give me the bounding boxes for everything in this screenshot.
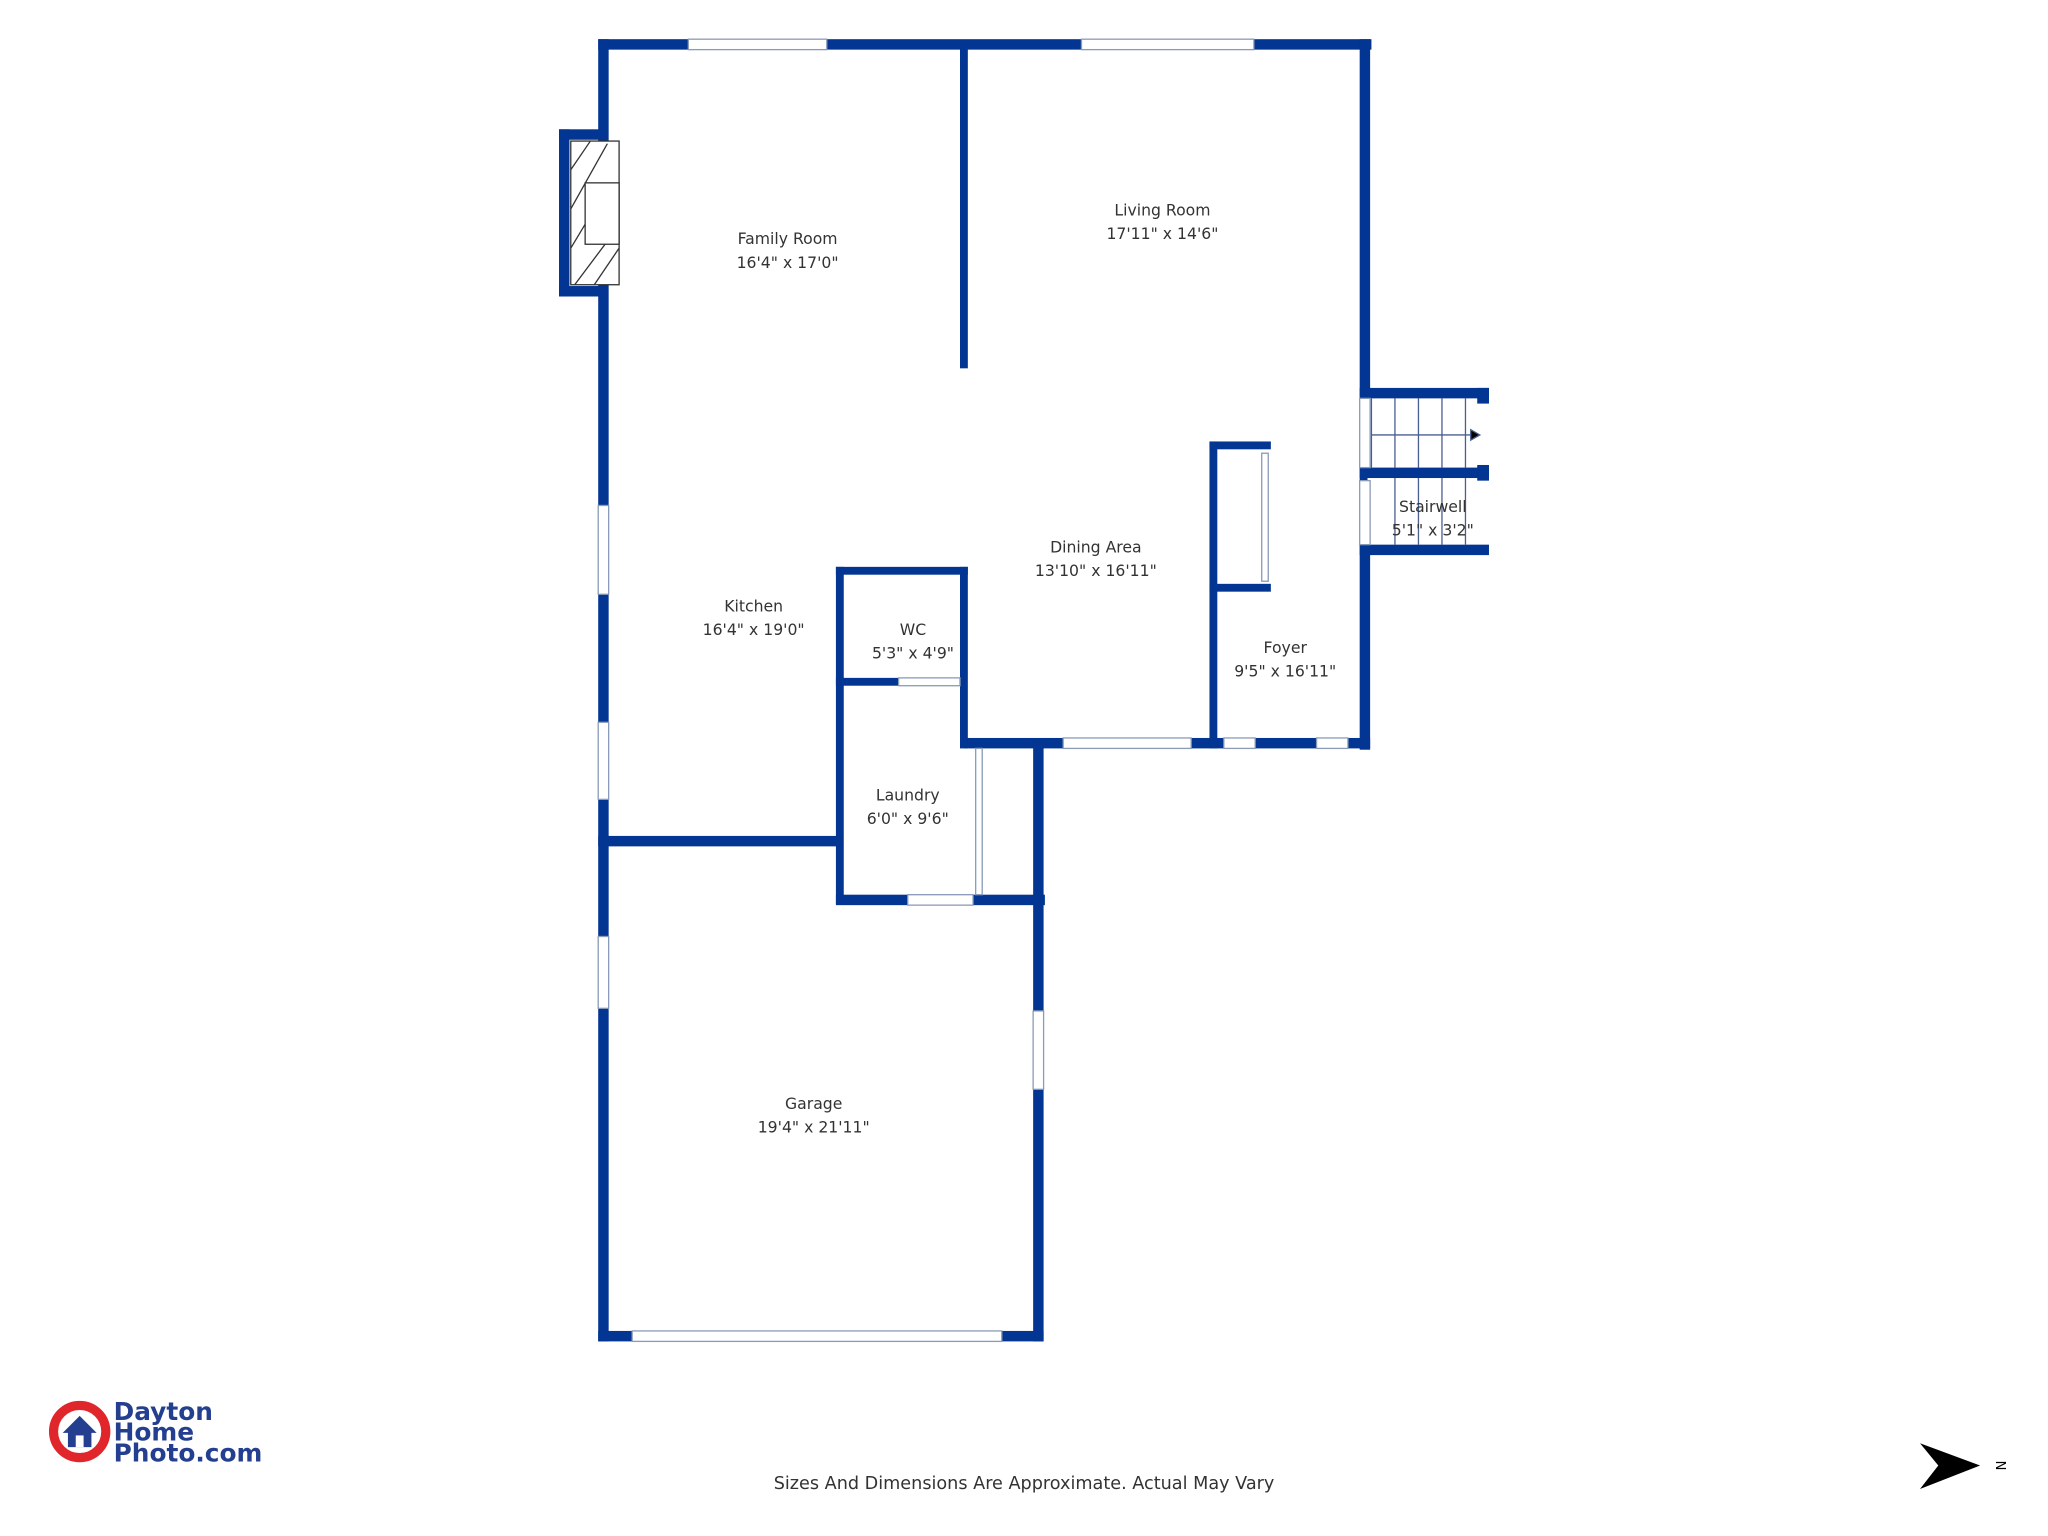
room-name: Foyer [1264,638,1308,657]
room-size: 5'1" x 3'2" [1392,521,1474,540]
room-size: 5'3" x 4'9" [872,643,954,662]
room-name: WC [900,620,926,639]
walls [559,39,1489,1342]
logo-line1: Dayton [114,1397,213,1426]
room-name: Kitchen [724,596,783,615]
room-name: Living Room [1114,201,1210,220]
logo-line3: Photo.com [114,1439,263,1468]
room-name: Laundry [876,786,940,805]
room-size: 13'10" x 16'11" [1035,561,1157,580]
room-labels: Family Room 16'4" x 17'0" Living Room 17… [703,201,1474,1137]
room-name: Garage [785,1094,842,1113]
room-size: 9'5" x 16'11" [1234,662,1336,681]
north-label: N [1992,1461,2007,1471]
logo: Dayton Home Photo.com [48,1397,263,1468]
disclaimer: Sizes And Dimensions Are Approximate. Ac… [774,1474,1275,1494]
room-size: 16'4" x 17'0" [737,253,839,272]
windows-doors [597,38,1371,1343]
north-arrow-icon: N [1920,1443,2007,1489]
room-name: Dining Area [1050,537,1142,556]
camera-house-icon [48,1400,111,1463]
room-size: 17'11" x 14'6" [1106,224,1218,243]
room-size: 6'0" x 9'6" [867,809,949,828]
room-size: 19'4" x 21'11" [758,1117,870,1136]
logo-line2: Home [114,1418,194,1447]
room-name: Stairwell [1399,497,1467,516]
room-size: 16'4" x 19'0" [703,620,805,639]
room-name: Family Room [738,229,838,248]
stairs-icon [1370,398,1482,545]
